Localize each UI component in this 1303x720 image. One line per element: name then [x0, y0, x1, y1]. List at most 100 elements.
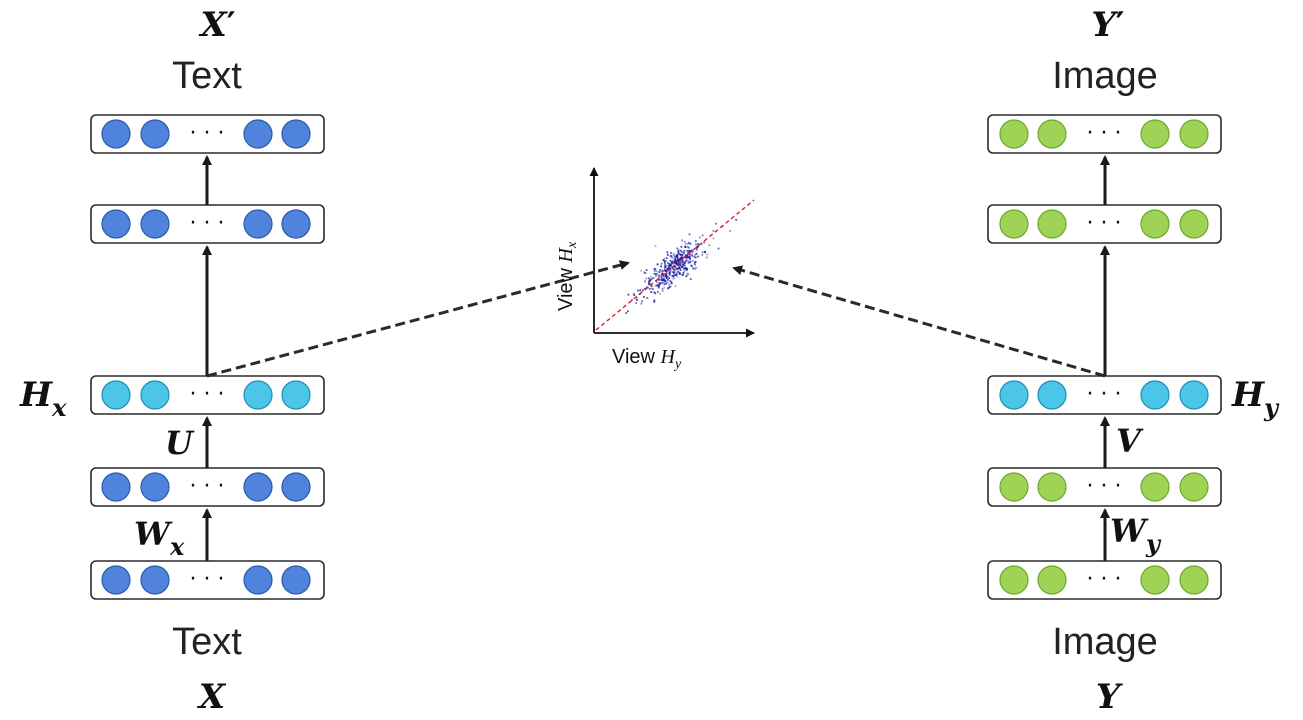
right-branch: Y′ Image · · · · · · · · · — [987, 5, 1280, 717]
node — [999, 119, 1029, 149]
scatter-point — [735, 218, 738, 221]
hx-label: Hx — [19, 375, 67, 422]
scatter-point — [665, 282, 667, 285]
scatter-point — [653, 299, 656, 302]
scatter-point — [674, 257, 677, 260]
right-top-label: Image — [1052, 55, 1158, 97]
scatter-point — [635, 302, 637, 304]
scatter-point — [656, 284, 659, 287]
node — [1037, 472, 1067, 502]
scatter-point — [687, 256, 689, 259]
ellipsis: · · · — [190, 382, 225, 407]
scatter-point — [662, 278, 665, 280]
node — [243, 119, 273, 149]
scatter-point — [662, 269, 664, 272]
scatter-point — [644, 272, 647, 274]
u-label: U — [165, 424, 195, 462]
scatter-point — [675, 255, 678, 258]
scatter-point — [679, 257, 682, 260]
scatter-point — [632, 292, 635, 295]
scatter-point — [672, 252, 675, 255]
ellipsis: · · · — [1087, 211, 1122, 236]
scatter-point — [700, 243, 703, 245]
scatter-point — [677, 250, 680, 252]
node — [1140, 472, 1170, 502]
scatter-point — [694, 267, 696, 270]
scatter-point — [681, 261, 684, 263]
node — [140, 209, 170, 239]
scatter-point — [650, 291, 653, 293]
layer-input-x: · · · — [90, 560, 325, 600]
scatter-point — [654, 272, 656, 275]
scatter-point — [668, 283, 670, 286]
scatter-point — [654, 268, 657, 271]
scatter-point — [650, 276, 653, 278]
scatter-point — [658, 284, 660, 287]
scatter-point — [673, 266, 676, 268]
scatter-point — [673, 261, 676, 264]
scatter-point — [684, 254, 687, 257]
scatter-point — [686, 249, 689, 252]
scatter-point — [662, 259, 665, 261]
scatter-point — [663, 283, 666, 286]
scatter-point — [675, 271, 677, 273]
ellipsis: · · · — [1087, 474, 1122, 499]
scatter-point — [690, 264, 692, 267]
scatter-point — [672, 271, 674, 273]
scatter-point — [661, 272, 664, 275]
scatter-point — [677, 263, 680, 266]
scatter-point — [668, 277, 671, 280]
scatter-point — [683, 270, 686, 272]
scatter-point — [671, 262, 673, 265]
scatter-point — [676, 253, 678, 256]
left-branch: X′ Text · · · · · · · · · — [19, 5, 325, 717]
scatter-point — [663, 286, 666, 289]
scatter-point — [673, 253, 675, 256]
scatter-point — [652, 288, 654, 291]
scatter-point — [663, 260, 666, 263]
scatter-point — [676, 268, 679, 270]
scatter-point — [712, 230, 715, 232]
scatter-point — [670, 252, 672, 254]
scatter-point — [635, 297, 638, 299]
node — [101, 565, 131, 595]
node — [140, 380, 170, 410]
scatter-point — [671, 271, 674, 274]
scatter-point — [657, 279, 660, 281]
scatter-point — [645, 269, 648, 271]
node — [281, 209, 311, 239]
scatter-point — [674, 266, 676, 268]
scatter-point — [681, 257, 683, 260]
scatter-point — [685, 255, 688, 258]
scatter-point — [689, 278, 692, 280]
scatter-point — [684, 264, 686, 267]
scatter-point — [677, 264, 679, 267]
scatter-point — [681, 265, 683, 268]
scatter-point — [689, 260, 692, 263]
scatter-point — [682, 265, 685, 267]
scatter-point — [668, 272, 671, 275]
scatter-point — [670, 254, 673, 257]
left-bottom-symbol: X — [197, 677, 227, 717]
scatter-point — [704, 250, 706, 253]
scatter-point — [706, 253, 709, 256]
node — [1179, 119, 1209, 149]
scatter-point — [683, 264, 686, 267]
scatter-point — [666, 257, 668, 259]
scatter-point — [653, 270, 656, 272]
layer-shared-hx: · · · — [90, 375, 325, 415]
scatter-point — [673, 255, 676, 258]
layer-decoder-hidden-y: · · · — [987, 204, 1222, 244]
node — [140, 472, 170, 502]
layer-encoder-hidden-y: · · · — [987, 467, 1222, 507]
scatter-point — [654, 284, 657, 287]
scatter-point — [663, 262, 666, 264]
scatter-point — [661, 277, 663, 279]
scatter-point — [673, 262, 676, 264]
scatter-point — [657, 286, 660, 289]
scatter-point — [680, 245, 683, 248]
scatter-point — [687, 273, 690, 276]
scatter-point — [690, 249, 693, 252]
scatter-point — [669, 260, 672, 262]
scatter-point — [667, 262, 669, 264]
